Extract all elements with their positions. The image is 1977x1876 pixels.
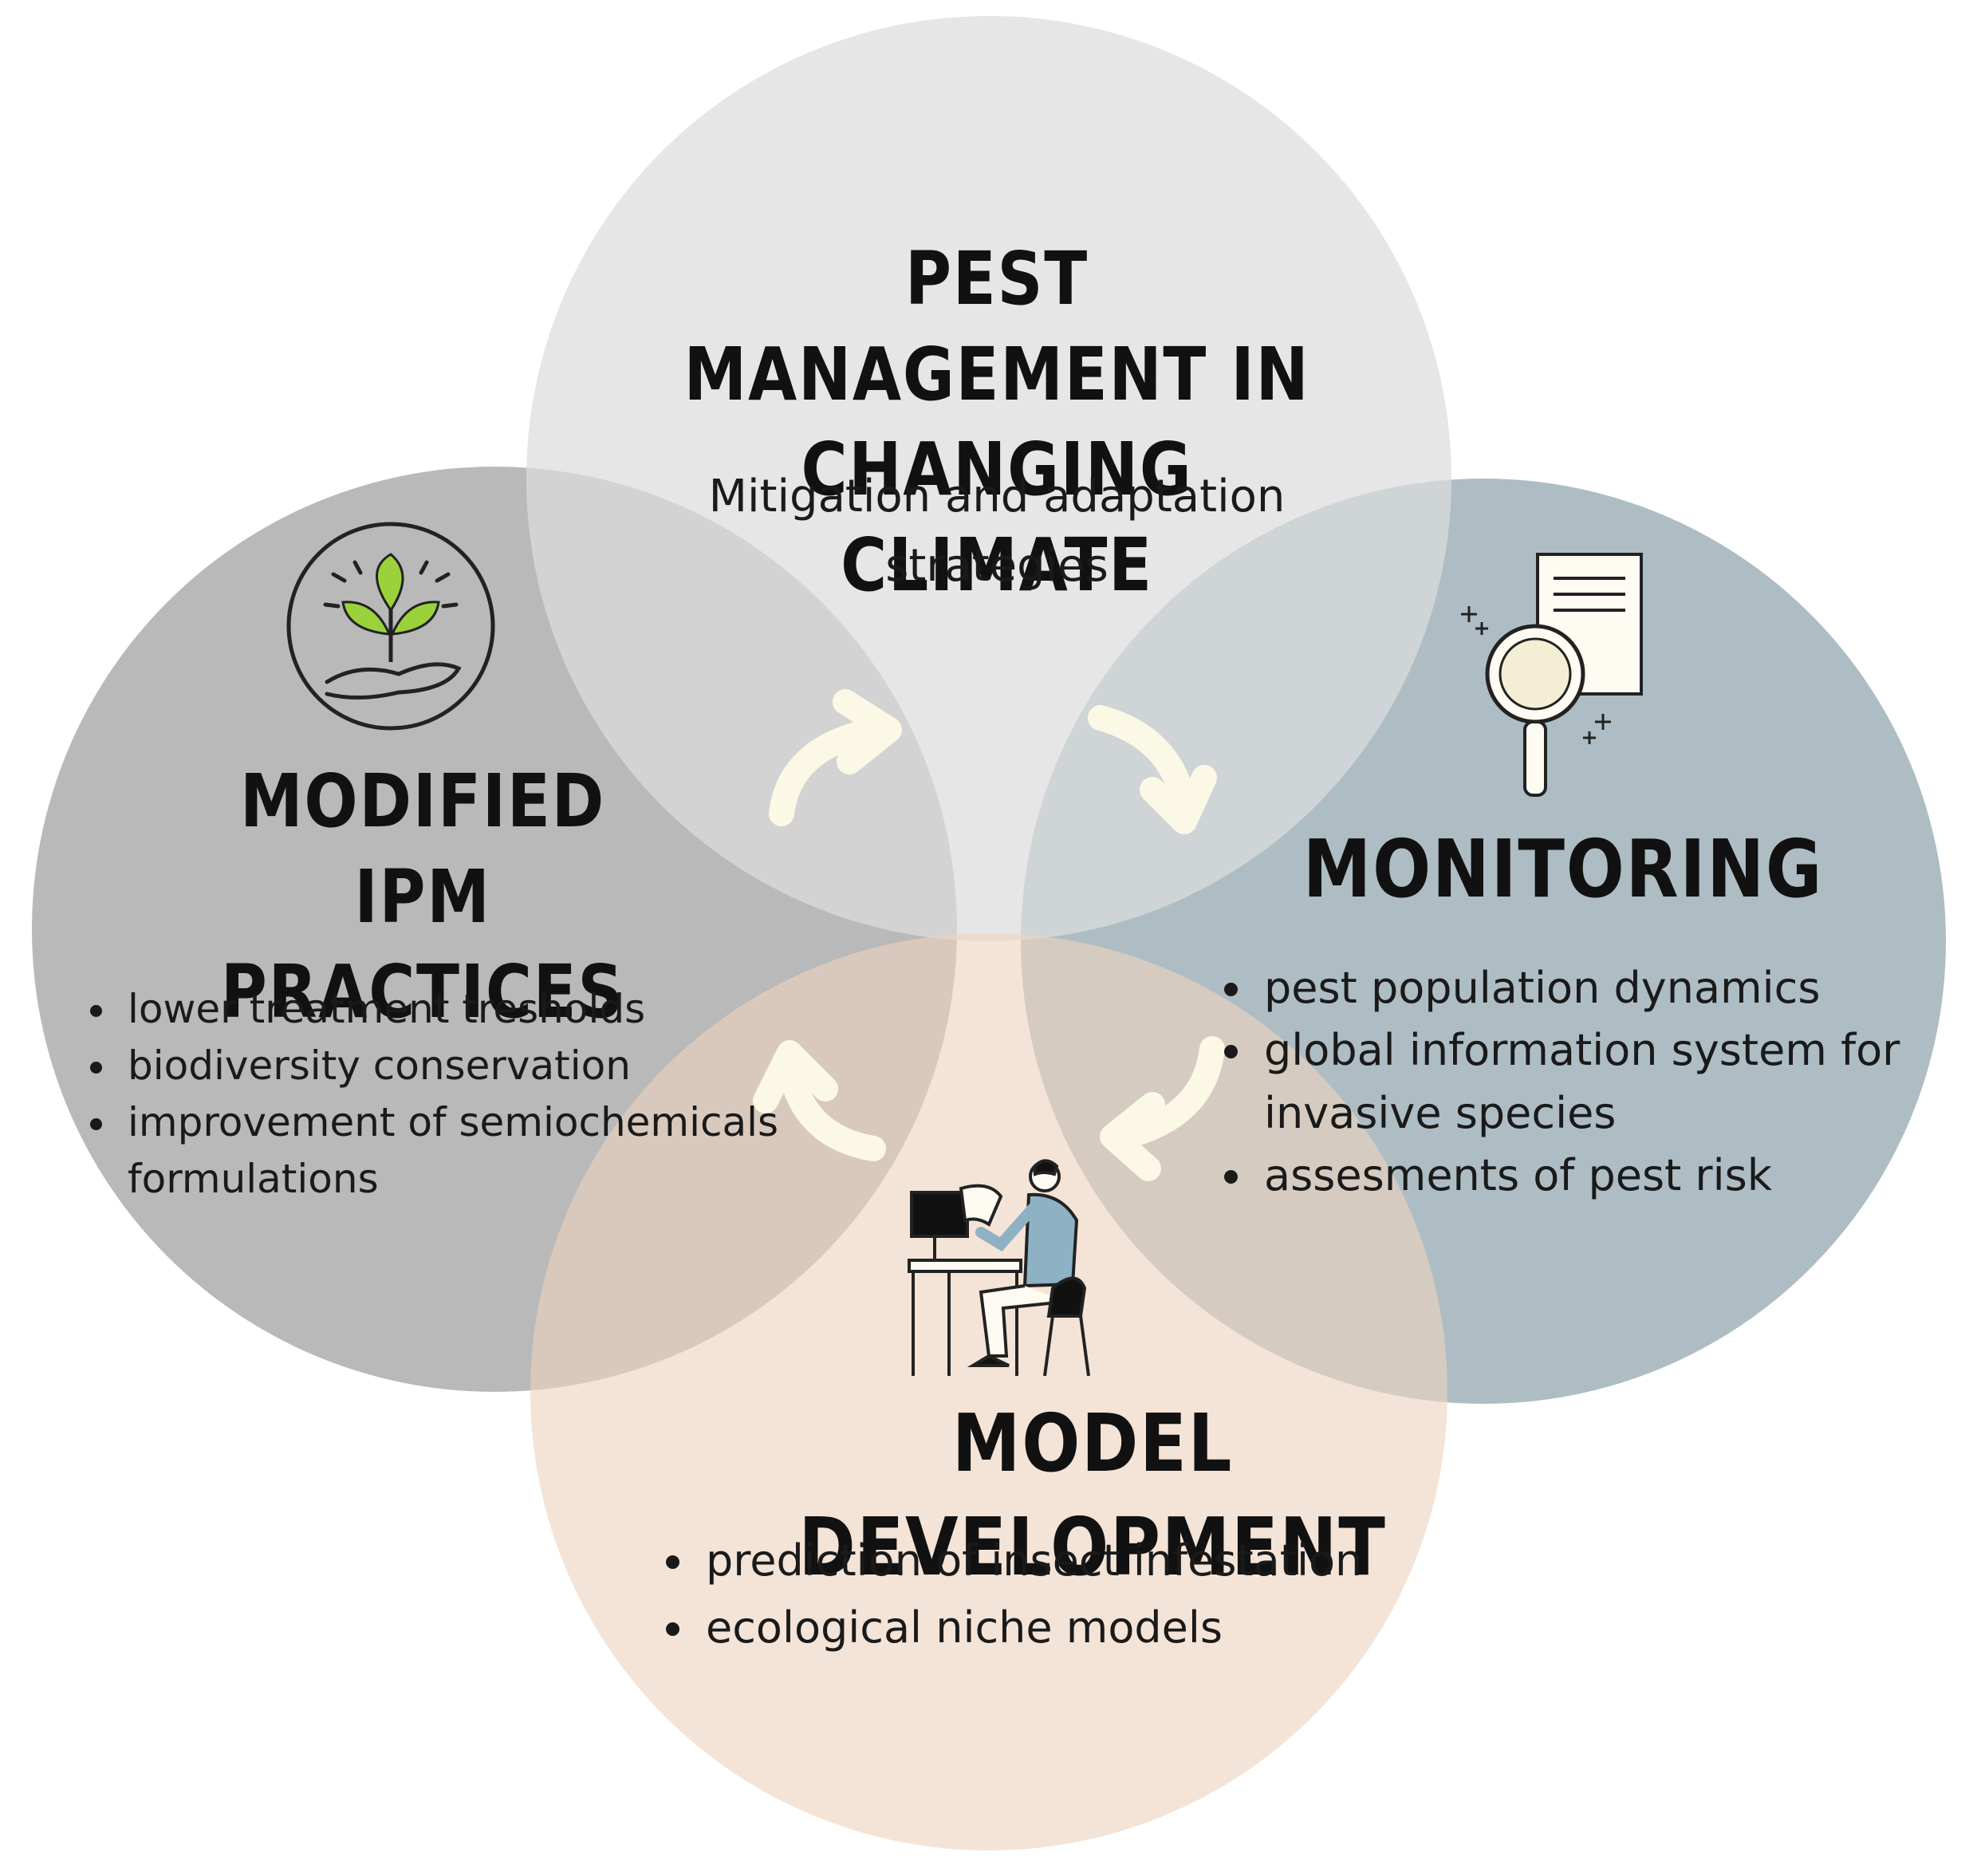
bullet-item: assesments of pest risk: [1256, 1145, 1974, 1207]
model-development-bullets: prediction of insect infestation ecologi…: [650, 1527, 1495, 1661]
monitoring-bullets: pest population dynamics global informat…: [1208, 957, 1974, 1207]
arrow-lower-left: [753, 1040, 886, 1161]
person-at-computer-icon: [908, 1159, 1090, 1377]
arrow-upper-left: [769, 689, 902, 826]
bullet-item: improvement of semiochemicals formulatio…: [120, 1094, 837, 1208]
bullet-item: biodiversity conservation: [120, 1038, 837, 1094]
pest-management-subtitle: Mitigation and adaptation strategies: [708, 471, 1286, 592]
monitoring-title: MONITORING: [1302, 822, 1824, 916]
circle-pest-management: [526, 16, 1451, 941]
arrow-lower-right: [1100, 1036, 1225, 1181]
modified-ipm-bullets: lower treatment tresholds biodiversity c…: [72, 981, 837, 1208]
plant-in-hand-icon: [286, 522, 495, 731]
bullet-item: global information system for invasive s…: [1256, 1019, 1974, 1145]
bullet-item: pest population dynamics: [1256, 957, 1974, 1019]
circle-model-development: [530, 933, 1447, 1850]
modified-ipm-title: MODIFIED IPM PRACTICES: [220, 759, 625, 1035]
bullet-item: lower treatment tresholds: [120, 981, 837, 1038]
arrow-upper-right: [1088, 705, 1217, 834]
bullet-item: prediction of insect infestation: [698, 1527, 1495, 1594]
bullet-item: ecological niche models: [698, 1594, 1495, 1661]
magnifier-document-icon: [1461, 553, 1643, 797]
model-development-title: MODEL DEVELOPMENT: [798, 1397, 1387, 1594]
pest-management-title: PEST MANAGEMENT IN CHANGING CLIMATE: [683, 236, 1310, 608]
